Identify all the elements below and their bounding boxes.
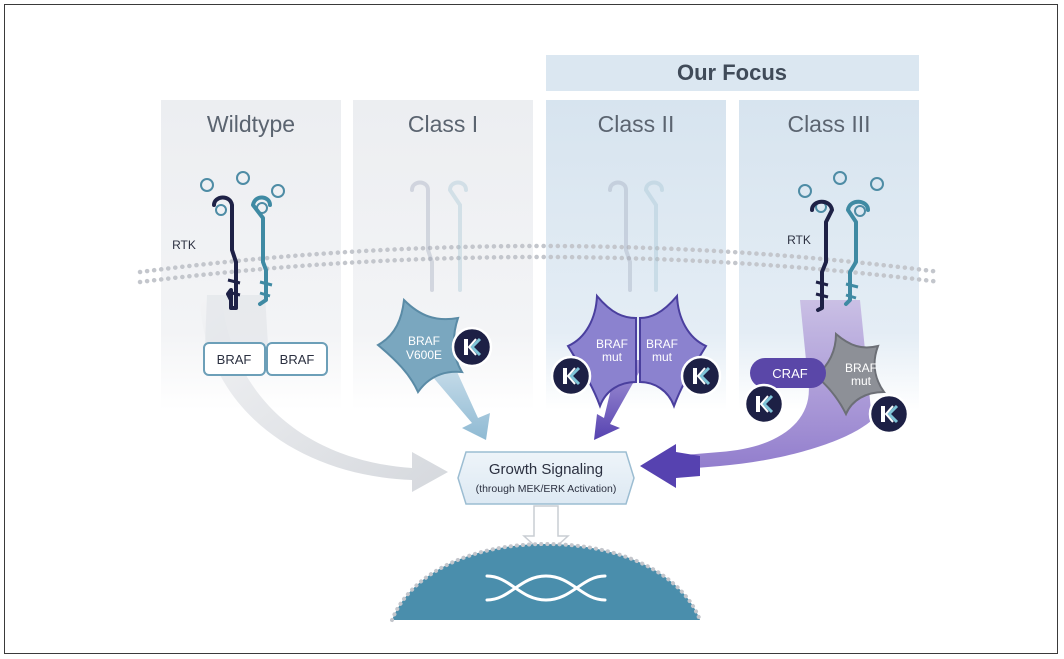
focus-banner bbox=[546, 55, 919, 91]
class-1-braf-v600e: BRAF V600E bbox=[376, 297, 464, 395]
rtk-label-wildtype: RTK bbox=[172, 238, 196, 252]
craf-label: CRAF bbox=[772, 366, 807, 381]
braf-mut-left-label-1: BRAF bbox=[596, 337, 628, 351]
k-inhibitor-icon bbox=[868, 393, 910, 435]
column-title-class-2: Class II bbox=[598, 111, 675, 137]
class-2-faded-receptors bbox=[608, 180, 664, 292]
braf-left-label: BRAF bbox=[217, 352, 252, 367]
column-title-class-3: Class III bbox=[787, 111, 870, 137]
craf-protein bbox=[750, 358, 826, 388]
braf-v600e-label-1: BRAF bbox=[408, 334, 440, 348]
nucleus bbox=[390, 541, 702, 622]
braf-right-label: BRAF bbox=[280, 352, 315, 367]
focus-banner-label: Our Focus bbox=[677, 60, 787, 85]
class-3-craf-braf-dimer: BRAF mut CRAF bbox=[750, 331, 886, 417]
braf-mut-right-label-1: BRAF bbox=[646, 337, 678, 351]
rtk-label-class-3: RTK bbox=[787, 233, 811, 247]
column-title-wildtype: Wildtype bbox=[207, 111, 295, 137]
braf-v600e-label-2: V600E bbox=[406, 348, 442, 362]
braf-protein-right bbox=[266, 342, 328, 376]
growth-signaling-subtitle: (through MEK/ERK Activation) bbox=[476, 483, 617, 495]
k-inhibitor-icon bbox=[451, 326, 493, 368]
class-2-braf-mut-dimer: BRAF mut BRAF mut bbox=[566, 293, 708, 409]
braf-mut-label-2: mut bbox=[851, 374, 872, 388]
class-1-faded-receptors bbox=[410, 180, 468, 292]
column-title-class-1: Class I bbox=[408, 111, 478, 137]
k-inhibitor-icon bbox=[550, 355, 592, 397]
k-inhibitor-icon bbox=[680, 355, 722, 397]
class-3-receptor-trail bbox=[672, 300, 872, 470]
dna-icon bbox=[485, 574, 607, 602]
braf-mut-label-1: BRAF bbox=[845, 361, 877, 375]
growth-signaling-box: Growth Signaling (through MEK/ERK Activa… bbox=[457, 451, 635, 505]
wildtype-receptor-trail bbox=[205, 295, 268, 345]
k-inhibitor-icon bbox=[743, 383, 785, 425]
wildtype-rtk-receptors bbox=[200, 171, 285, 310]
braf-mut-left-label-2: mut bbox=[602, 350, 623, 364]
braf-mut-right-label-2: mut bbox=[652, 350, 673, 364]
braf-mut-protein bbox=[814, 331, 886, 417]
growth-signaling-title: Growth Signaling bbox=[489, 461, 603, 478]
class-3-signal-arrow bbox=[640, 444, 700, 488]
braf-protein-left bbox=[203, 342, 266, 376]
class-3-rtk-receptors bbox=[798, 171, 884, 312]
wildtype-braf-dimer: BRAF BRAF bbox=[203, 342, 328, 376]
